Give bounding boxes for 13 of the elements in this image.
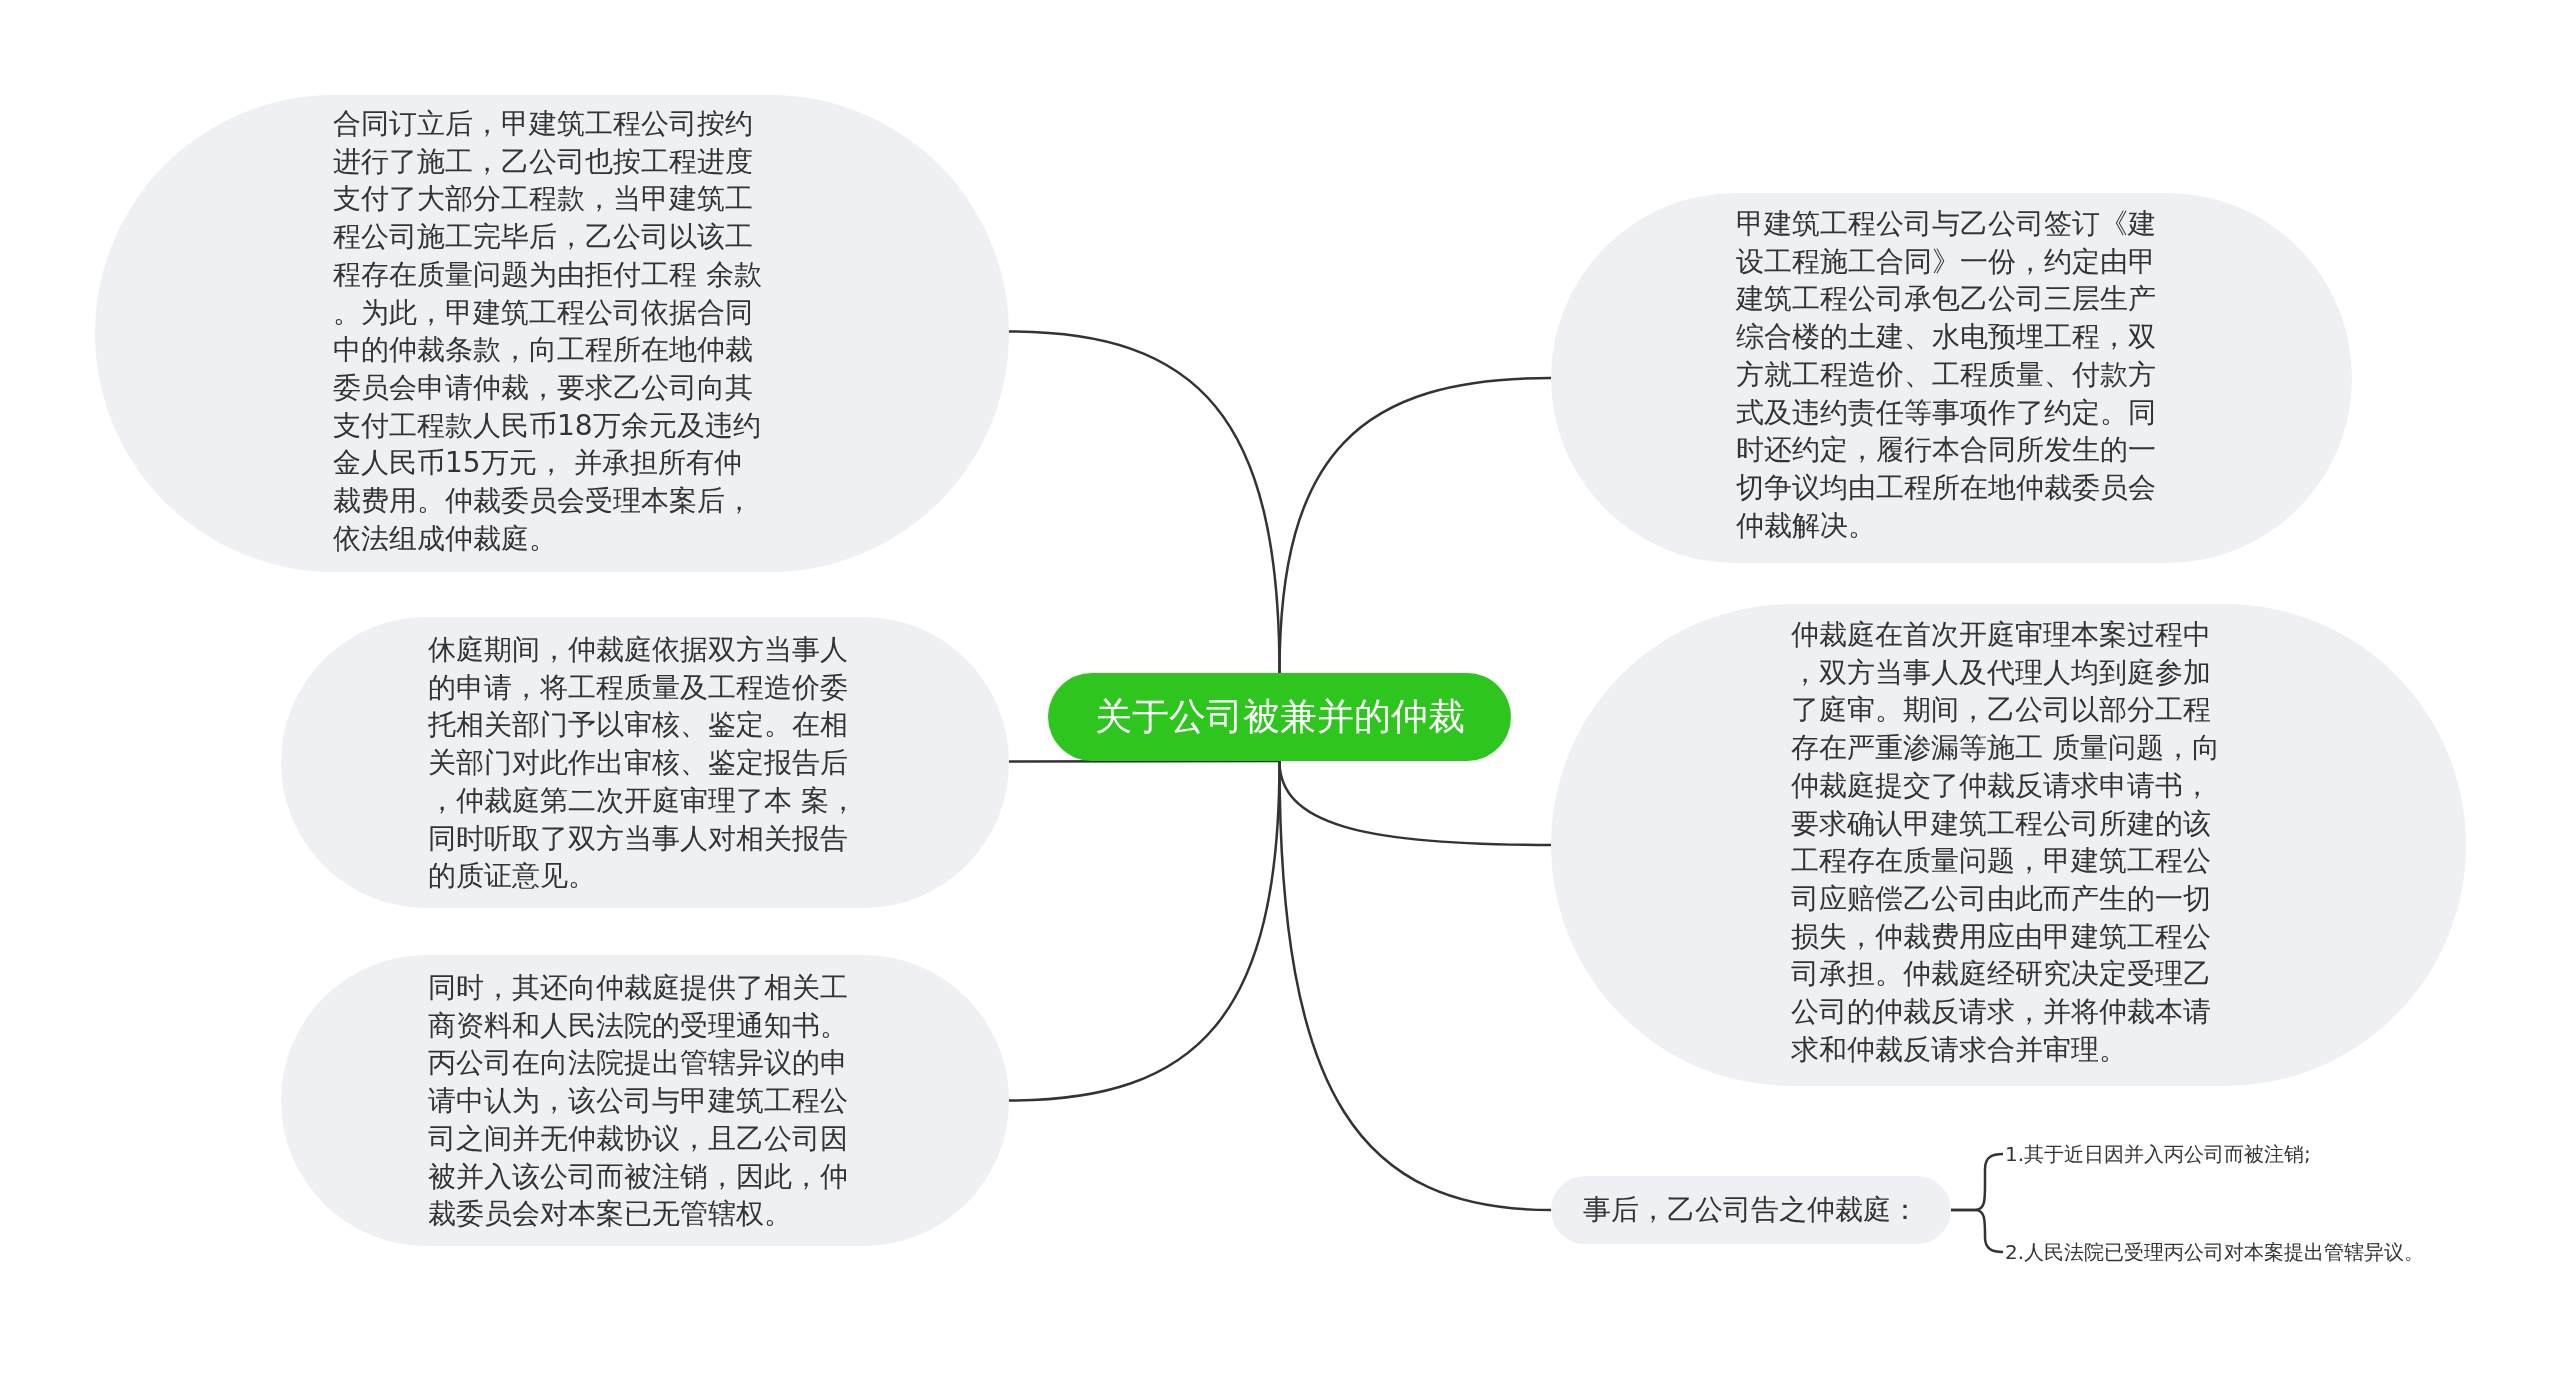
topic-text: 合同订立后，甲建筑工程公司按约进行了施工，乙公司也按工程进度支付了大部分工程款，当甲建筑工程公司施工完毕后，乙公司以该工程存在质量问题为由拒付工程 余款。为此，甲建筑工程公司依据合同中的仲裁条款，向工程所在地仲裁委员会申请仲裁，要求乙公司向其支付工程款人民币18万余元及违约金人民币15万元， 并承担所有仲裁费用。仲裁委员会受理本案后，依法组成仲裁庭。 xyxy=(333,106,763,557)
connector-line xyxy=(1009,759,1280,763)
connector-line xyxy=(1951,1208,2004,1254)
connector-line xyxy=(1278,760,1552,1212)
topic-text: 甲建筑工程公司与乙公司签订《建设工程施工合同》一份，约定由甲建筑工程公司承包乙公司三层生产综合楼的土建、水电预埋工程，双方就工程造价、工程质量、付款方式及违约责任等事项作了约定。同时还约定，履行本合同所发生的一切争议均由工程所在地仲裁委员会仲裁解决。 xyxy=(1736,206,2157,544)
topic-bubble: 事后，乙公司告之仲裁庭： xyxy=(1551,1176,1951,1244)
central-topic: 关于公司被兼并的仲裁 xyxy=(1048,673,1511,761)
topic-text: 休庭期间，仲裁庭依据双方当事人的申请，将工程质量及工程造价委托相关部门予以审核、鉴定。在相关部门对此作出审核、鉴定报告后，仲裁庭第二次开庭审理了本 案，同时听取了双方当事人对相关报告的质证意见。 xyxy=(428,632,858,895)
branch-text: 2.人民法院已受理丙公司对本案提出管辖异议。 xyxy=(2005,1237,2437,1267)
topic-text: 同时，其还向仲裁庭提供了相关工商资料和人民法院的受理通知书。丙公司在向法院提出管辖异议的申请中认为，该公司与甲建筑工程公司之间并无仲裁协议，且乙公司因被并入该公司而被注销，因此，仲裁委员会对本案已无管辖权。 xyxy=(428,970,849,1233)
topic-text: 仲裁庭在首次开庭审理本案过程中，双方当事人及代理人均到庭参加了庭审。期间，乙公司以部分工程存在严重渗漏等施工 质量问题，向仲裁庭提交了仲裁反请求申请书，要求确认甲建筑工程公司所建的该工程存在质量问题，甲建筑工程公司应赔偿乙公司由此而产生的一切损失，仲裁费用应由甲建筑工程公司承担。仲裁庭经研究决定受理乙公司的仲裁反请求，并将仲裁本请求和仲裁反请求合并审理。 xyxy=(1791,617,2221,1068)
branch-text: 1.其于近日因并入丙公司而被注销; xyxy=(2005,1139,2445,1169)
connector-line xyxy=(1278,376,1552,674)
